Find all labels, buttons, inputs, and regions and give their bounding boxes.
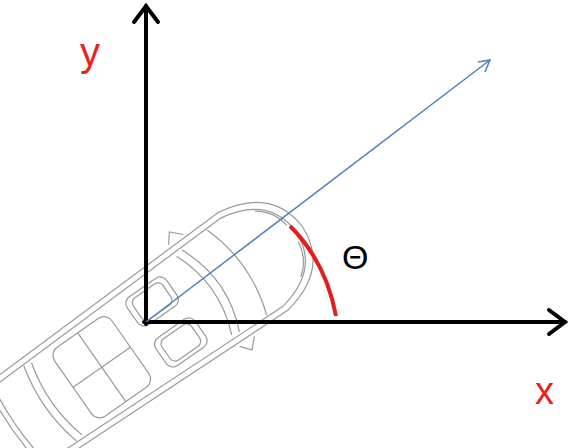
- coordinate-axes: [134, 6, 565, 334]
- angle-arc: [290, 226, 336, 316]
- angle-label: Θ: [342, 240, 368, 274]
- axis-label: x: [535, 372, 554, 410]
- axis-label: y: [80, 32, 100, 72]
- heading-vector: [146, 60, 490, 322]
